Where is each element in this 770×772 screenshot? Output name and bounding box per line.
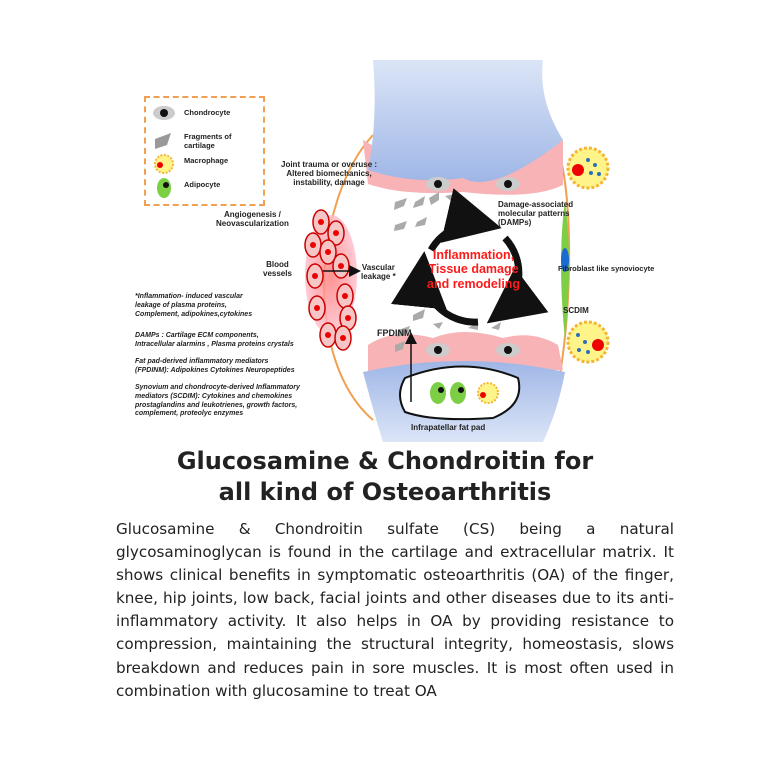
fibroblast-label: Fibroblast like synoviocyte bbox=[558, 264, 655, 273]
legend-item-adipocyte: Adipocyte bbox=[184, 180, 221, 189]
joint-trauma-label: Joint trauma or overuse :Altered biomech… bbox=[281, 160, 378, 188]
chondrocyte-icon bbox=[153, 106, 175, 120]
fpdinm-label: FPDINM bbox=[377, 328, 412, 338]
macrophage-icon bbox=[154, 154, 174, 174]
title-line-1: Glucosamine & Chondroitin for bbox=[176, 447, 594, 475]
joint-illustration bbox=[304, 60, 610, 442]
top-bone bbox=[368, 60, 563, 183]
angiogenesis-label: Angiogenesis /Neovascularization bbox=[216, 210, 289, 229]
macrophage-icon bbox=[477, 382, 499, 404]
blood-vessel-cluster bbox=[304, 209, 357, 351]
legend-item-macrophage: Macrophage bbox=[184, 156, 229, 165]
scdim-label: SCDIM bbox=[563, 306, 589, 315]
cycle-arrows bbox=[391, 188, 549, 326]
fat-pad-label: Infrapatellar fat pad bbox=[411, 423, 486, 432]
article-title: Glucosamine & Chondroitin for all kind o… bbox=[0, 446, 770, 508]
cartilage-fragment-icon bbox=[155, 133, 171, 149]
article-body: Glucosamine & Chondroitin sulfate (CS) b… bbox=[116, 520, 674, 700]
legend-item-cartilage-fragments: Fragments of cartilage bbox=[184, 132, 232, 150]
title-line-2: all kind of Osteoarthritis bbox=[218, 478, 552, 506]
note-fpdinm: Fat pad-derived inflammatory mediators(F… bbox=[135, 358, 295, 374]
adipocyte-icon bbox=[157, 178, 171, 198]
legend-item-chondrocyte: Chondrocyte bbox=[184, 108, 231, 117]
osteoarthritis-diagram: Chondrocyte Fragments of cartilage Macro… bbox=[133, 60, 657, 442]
chondrocyte-icon bbox=[426, 177, 520, 357]
adipocyte-icon bbox=[430, 382, 466, 404]
note-damps: DAMPs : Cartilage ECM components,Intrace… bbox=[135, 332, 294, 348]
diagram-legend: Chondrocyte Fragments of cartilage Macro… bbox=[144, 96, 265, 206]
macrophage-icon bbox=[566, 146, 610, 364]
note-scdim: Synovium and chondrocyte-derived Inflamm… bbox=[135, 384, 300, 418]
